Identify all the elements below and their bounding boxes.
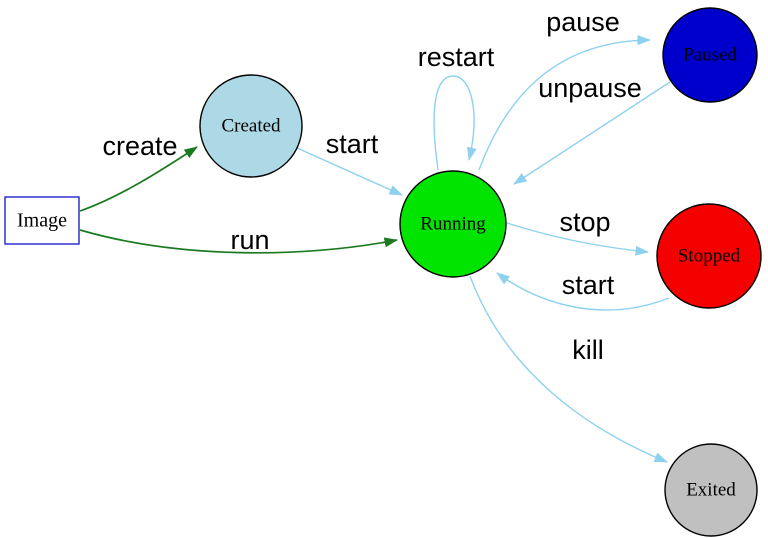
node-label-stopped: Stopped (678, 246, 741, 267)
edge-label-start-created-running: start (326, 129, 379, 159)
edge-label-kill: kill (572, 335, 604, 365)
node-stopped (656, 203, 762, 309)
node-label-running: Running (420, 214, 486, 235)
edge-unpause (513, 81, 671, 185)
node-exited (664, 443, 758, 537)
node-label-image: Image (17, 210, 67, 232)
edge-start-stopped-running (496, 272, 670, 311)
edge-stop (506, 222, 649, 256)
edge-create (79, 146, 198, 212)
edge-label-stop: stop (559, 207, 610, 237)
edge-label-create: create (102, 131, 177, 161)
node-label-created: Created (221, 116, 281, 137)
edge-kill (469, 275, 668, 463)
node-label-exited: Exited (686, 480, 736, 501)
node-label-paused: Paused (683, 45, 737, 66)
edge-label-restart: restart (418, 42, 495, 72)
edge-run (79, 229, 398, 254)
edge-label-pause: pause (546, 7, 620, 37)
node-paused (662, 7, 758, 103)
node-running (399, 170, 507, 278)
edge-label-run: run (230, 225, 269, 255)
node-image (4, 196, 80, 245)
edge-labels-layer: create run start restart pause unpause stop sta… (102, 7, 641, 365)
edge-restart (433, 75, 477, 171)
edge-start-created-running (296, 147, 403, 196)
node-created (199, 74, 303, 178)
edges-layer (79, 35, 671, 463)
edge-label-start-stopped-running: start (562, 270, 615, 300)
edge-pause (478, 35, 651, 171)
edge-label-unpause: unpause (538, 73, 642, 103)
